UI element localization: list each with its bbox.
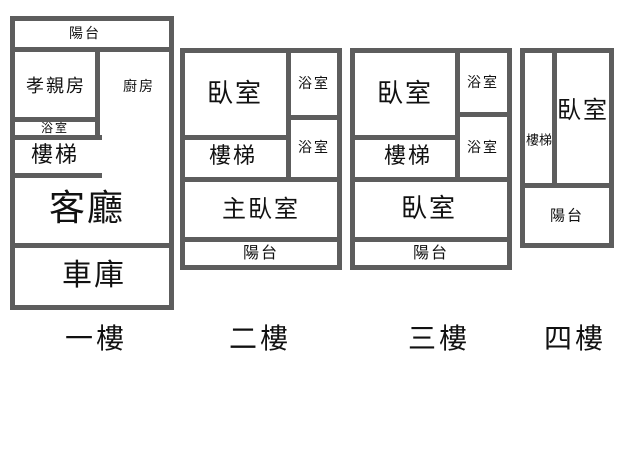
interior-wall bbox=[15, 173, 102, 178]
interior-wall bbox=[525, 183, 609, 188]
interior-wall bbox=[355, 135, 460, 140]
interior-wall bbox=[95, 47, 100, 140]
interior-wall bbox=[15, 243, 169, 248]
room-label-bedroom-lower: 臥室 bbox=[400, 194, 458, 224]
room-label-kitchen: 廚房 bbox=[123, 79, 155, 95]
room-label-stairs: 樓梯 bbox=[30, 143, 80, 168]
interior-wall bbox=[15, 135, 102, 140]
room-label-stairs: 樓梯 bbox=[383, 144, 433, 169]
interior-wall bbox=[15, 117, 100, 122]
room-label-stairs: 樓梯 bbox=[525, 133, 553, 149]
interior-wall bbox=[185, 177, 337, 182]
room-label-balcony: 陽台 bbox=[412, 243, 450, 262]
room-label-bathroom-lower: 浴室 bbox=[467, 140, 499, 156]
room-label-balcony: 陽台 bbox=[242, 243, 280, 262]
interior-wall bbox=[15, 47, 169, 52]
room-label-parents-room: 孝親房 bbox=[26, 76, 86, 97]
room-label-bathroom-lower: 浴室 bbox=[298, 140, 330, 156]
room-label-living-room: 客廳 bbox=[48, 188, 126, 229]
floor-4-plan: 樓梯 臥室 陽台 bbox=[520, 48, 614, 248]
interior-wall bbox=[355, 237, 507, 242]
room-label-master-bedroom: 主臥室 bbox=[222, 195, 300, 223]
caption-floor-3: 三樓 bbox=[407, 322, 471, 355]
caption-floor-1: 一樓 bbox=[64, 322, 128, 355]
floor-1-plan: 陽台 孝親房 廚房 浴室 樓梯 客廳 車庫 bbox=[10, 16, 174, 310]
room-label-stairs: 樓梯 bbox=[208, 144, 258, 169]
room-label-bedroom: 臥室 bbox=[557, 96, 609, 124]
room-label-balcony: 陽台 bbox=[549, 206, 585, 225]
room-label-garage: 車庫 bbox=[62, 258, 126, 293]
interior-wall bbox=[185, 135, 291, 140]
interior-wall bbox=[552, 53, 557, 183]
floor-3-plan: 臥室 浴室 樓梯 浴室 臥室 陽台 bbox=[350, 48, 512, 270]
interior-wall bbox=[286, 115, 337, 120]
caption-floor-4: 四樓 bbox=[543, 322, 607, 355]
room-label-bathroom-upper: 浴室 bbox=[298, 76, 330, 92]
caption-floor-2: 二樓 bbox=[228, 322, 292, 355]
room-label-balcony: 陽台 bbox=[69, 26, 101, 42]
room-label-bathroom-upper: 浴室 bbox=[467, 75, 499, 91]
room-label-bedroom: 臥室 bbox=[206, 79, 264, 109]
interior-wall bbox=[355, 177, 507, 182]
floor-2-plan: 臥室 浴室 樓梯 浴室 主臥室 陽台 bbox=[180, 48, 342, 270]
interior-wall bbox=[455, 112, 507, 117]
room-label-bathroom: 浴室 bbox=[40, 121, 70, 135]
room-label-bedroom-upper: 臥室 bbox=[376, 79, 434, 109]
interior-wall bbox=[185, 237, 337, 242]
